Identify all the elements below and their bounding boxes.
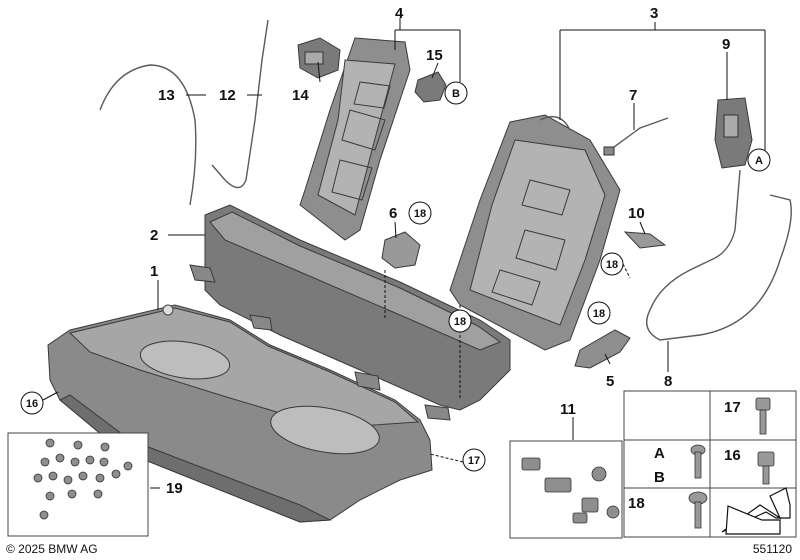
callout-5: 5 — [606, 373, 614, 390]
svg-text:16: 16 — [26, 398, 38, 410]
svg-text:B: B — [452, 88, 460, 100]
release-part-15 — [414, 71, 447, 103]
circled-callout-18-hinge: 18 — [587, 301, 611, 325]
bolt-17 — [755, 397, 771, 435]
hinge-part-5 — [574, 329, 631, 369]
bracket-part-6 — [381, 231, 421, 269]
callout-13: 13 — [158, 87, 175, 104]
callout-6: 6 — [389, 205, 397, 222]
callout-8: 8 — [664, 373, 672, 390]
svg-text:18: 18 — [454, 316, 466, 328]
callout-19: 19 — [166, 480, 183, 497]
lock-part-14 — [297, 37, 341, 79]
circled-callout-A: A — [747, 148, 771, 172]
backrest-frame-part-4 — [299, 37, 411, 241]
callout-14: 14 — [292, 87, 309, 104]
circled-callout-B: B — [444, 81, 468, 105]
svg-text:18: 18 — [414, 208, 426, 220]
leader-lines — [150, 18, 766, 489]
circled-callout-18-bracket: 18 — [408, 201, 432, 225]
circled-callout-18-frame: 18 — [448, 309, 472, 333]
legend-label-A: A — [654, 445, 665, 462]
svg-text:A: A — [755, 155, 763, 167]
svg-text:17: 17 — [468, 455, 480, 467]
callout-11: 11 — [560, 401, 576, 418]
legend-label-18: 18 — [628, 495, 645, 512]
bracket-part-10 — [623, 231, 667, 249]
circled-callout-17: 17 — [429, 448, 486, 472]
legend-label-17: 17 — [724, 399, 741, 416]
latch-part-9 — [714, 97, 753, 169]
legend-label-16: 16 — [724, 447, 741, 464]
bolt-16 — [757, 451, 775, 485]
circled-callout-16: 16 — [20, 391, 59, 415]
document-number: 551120 — [752, 542, 792, 556]
callout-12: 12 — [219, 87, 236, 104]
trim-panel-part-1 — [47, 304, 433, 523]
svg-text:18: 18 — [593, 308, 605, 320]
circled-callout-18-bracket-10: 18 — [600, 252, 631, 279]
callout-15: 15 — [426, 47, 443, 64]
cable-part-13 — [99, 64, 197, 206]
arrow-symbol-icon — [721, 487, 791, 535]
screw-A-B — [690, 444, 706, 479]
cable-part-8 — [646, 169, 792, 341]
cable-part-7 — [603, 117, 669, 156]
fastener-set-box-19 — [7, 432, 149, 537]
callout-2: 2 — [150, 227, 158, 244]
backrest-frame-part-3 — [449, 114, 621, 351]
callout-3: 3 — [650, 5, 658, 22]
circled-callouts: 16 17 18 18 18 18 A — [20, 81, 771, 472]
callout-9: 9 — [722, 36, 730, 53]
legend-label-B: B — [654, 469, 665, 486]
fastener-legend: 17 A B 16 18 — [623, 390, 797, 538]
callout-4: 4 — [395, 5, 404, 22]
svg-text:18: 18 — [606, 259, 618, 271]
copyright-text: © 2025 BMW AG — [6, 542, 98, 556]
cable-part-12 — [211, 19, 269, 189]
callout-1: 1 — [150, 263, 158, 280]
callout-labels: 1 2 3 4 5 6 7 8 9 10 11 12 13 14 15 19 — [150, 5, 730, 497]
callout-7: 7 — [629, 87, 637, 104]
cross-member-part-2 — [189, 204, 511, 421]
screw-18 — [688, 491, 708, 529]
callout-10: 10 — [628, 205, 645, 222]
small-parts-box-11 — [509, 440, 623, 539]
